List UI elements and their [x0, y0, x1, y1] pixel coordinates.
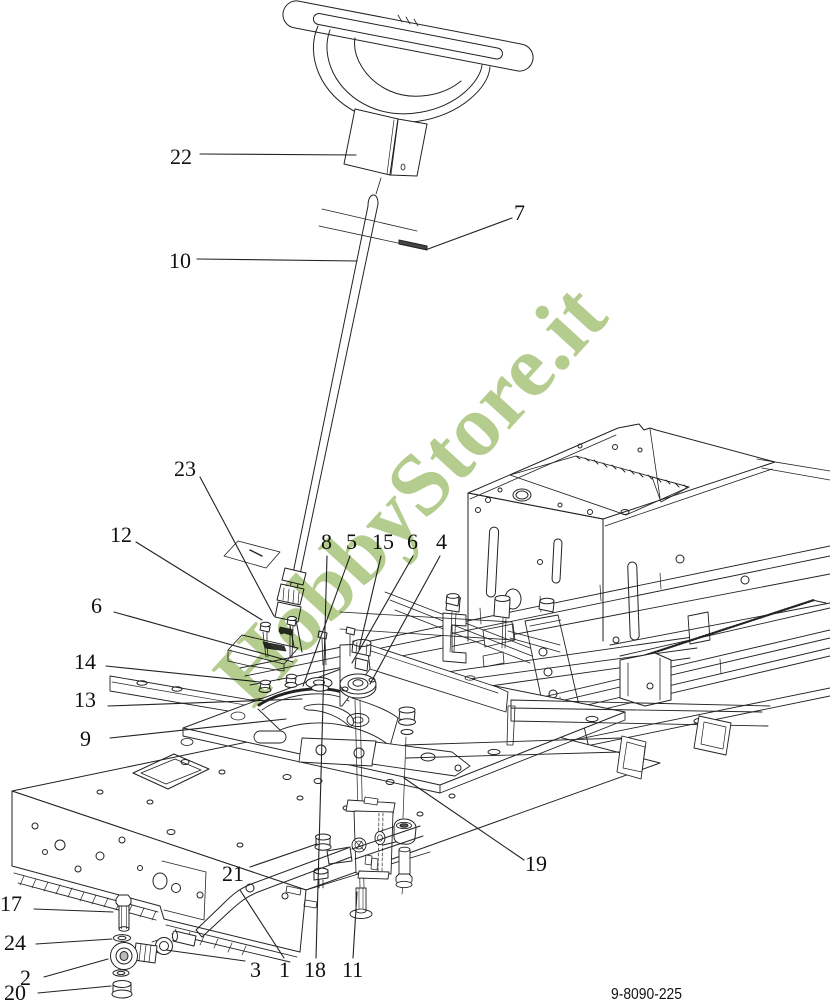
svg-text:8: 8 — [321, 529, 332, 554]
svg-text:10: 10 — [169, 248, 191, 273]
svg-text:9-8090-225: 9-8090-225 — [611, 986, 682, 1000]
svg-text:7: 7 — [514, 200, 525, 225]
svg-text:17: 17 — [0, 891, 22, 916]
svg-text:23: 23 — [174, 456, 196, 481]
svg-text:6: 6 — [91, 593, 102, 618]
svg-text:18: 18 — [304, 957, 326, 982]
svg-text:14: 14 — [74, 649, 96, 674]
svg-text:15: 15 — [372, 529, 394, 554]
svg-text:12: 12 — [110, 522, 132, 547]
svg-text:3: 3 — [250, 957, 261, 982]
svg-text:13: 13 — [74, 687, 96, 712]
svg-text:24: 24 — [4, 930, 26, 955]
svg-text:20: 20 — [4, 980, 26, 1000]
svg-text:21: 21 — [222, 861, 244, 886]
svg-text:5: 5 — [346, 529, 357, 554]
svg-text:19: 19 — [525, 851, 547, 876]
svg-text:4: 4 — [436, 529, 447, 554]
svg-text:11: 11 — [342, 957, 363, 982]
svg-text:6: 6 — [407, 529, 418, 554]
svg-text:9: 9 — [80, 726, 91, 751]
svg-text:1: 1 — [279, 957, 290, 982]
svg-text:2: 2 — [20, 965, 31, 990]
svg-text:22: 22 — [170, 144, 192, 169]
